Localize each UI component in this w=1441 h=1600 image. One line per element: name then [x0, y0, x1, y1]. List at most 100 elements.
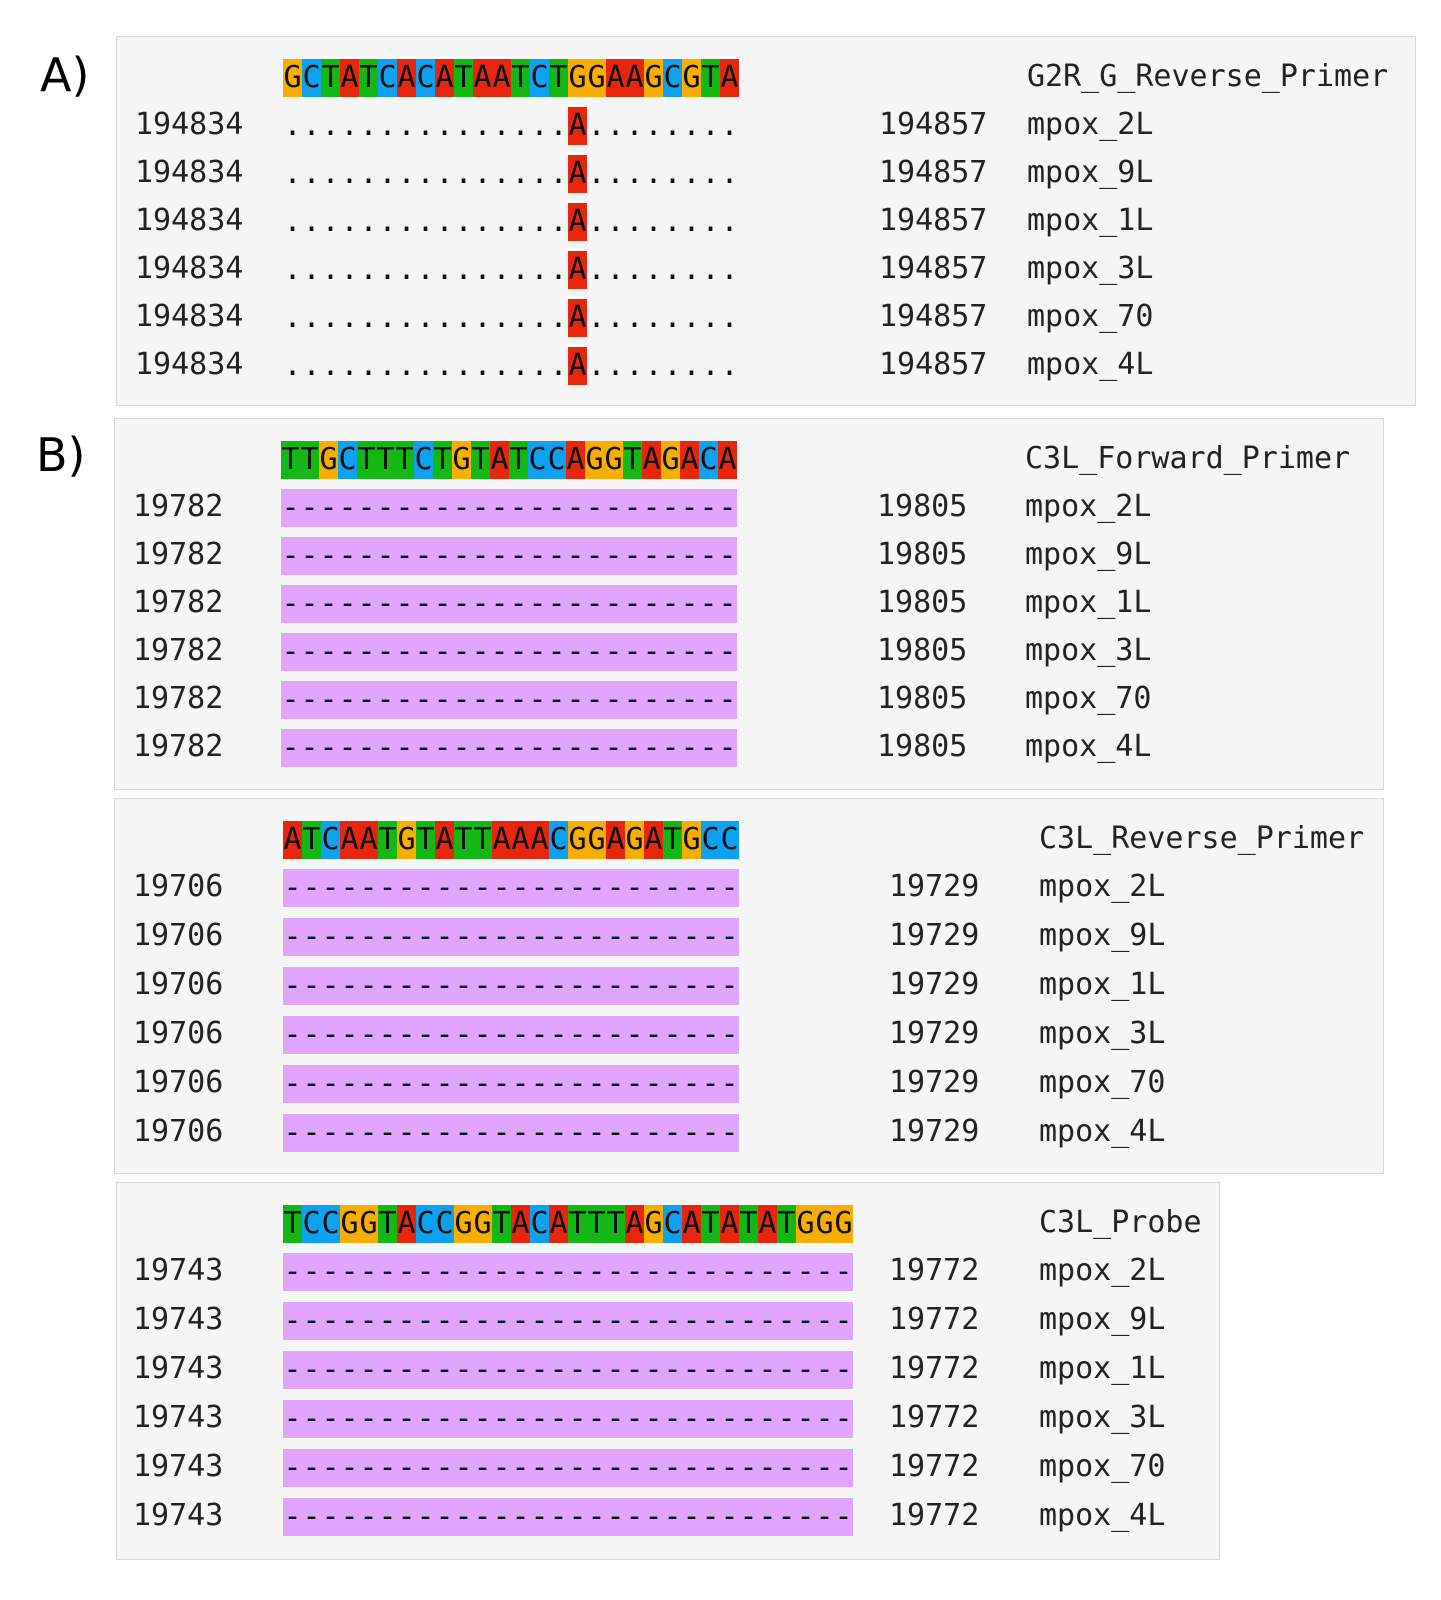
sample-name: mpox_2L	[1025, 489, 1152, 524]
base-A: A	[549, 1205, 568, 1243]
gap-dash: -	[587, 1401, 606, 1436]
match-dot: .	[644, 348, 663, 383]
gap-dash: -	[720, 968, 739, 1003]
base-G: G	[644, 1205, 663, 1243]
gap-dash: -	[338, 730, 357, 765]
aligned-sequence: ------------------------------	[283, 1351, 853, 1389]
base-T: T	[378, 821, 397, 859]
match-dot: .	[682, 348, 701, 383]
base-A: A	[359, 821, 378, 859]
gap-dash: -	[490, 730, 509, 765]
aligned-sequence: ------------------------	[283, 918, 739, 956]
base-T: T	[777, 1205, 796, 1243]
start-position: 194834	[135, 107, 244, 142]
gap-dash: -	[435, 1254, 454, 1289]
start-position: 19782	[133, 633, 224, 668]
match-dot: .	[625, 108, 644, 143]
end-position: 19772	[889, 1498, 980, 1533]
gap-dash: -	[568, 1115, 587, 1150]
base-T: T	[606, 1205, 625, 1243]
gap-dash: -	[566, 682, 585, 717]
gap-dash: -	[701, 1066, 720, 1101]
gap-dash: -	[568, 870, 587, 905]
match-dot: .	[625, 348, 644, 383]
match-dot: .	[511, 108, 530, 143]
base-A: A	[606, 59, 625, 97]
base-A: A	[718, 441, 737, 479]
gap-dash: -	[359, 1499, 378, 1534]
end-position: 19805	[877, 585, 968, 620]
gap-dash: -	[606, 919, 625, 954]
gap-dash: -	[701, 1254, 720, 1289]
base-G: G	[682, 821, 701, 859]
base-T: T	[433, 441, 452, 479]
base-T: T	[739, 1205, 758, 1243]
gap-dash: -	[302, 870, 321, 905]
gap-dash: -	[359, 1066, 378, 1101]
alignment-row: 19706 ------------------------ 19729 mpo…	[115, 1112, 1383, 1152]
gap-dash: -	[283, 1303, 302, 1338]
gap-dash: -	[815, 1254, 834, 1289]
match-dot: .	[321, 300, 340, 335]
gap-dash: -	[663, 1401, 682, 1436]
match-dot: .	[302, 348, 321, 383]
gap-dash: -	[492, 1352, 511, 1387]
match-dot: .	[720, 300, 739, 335]
gap-dash: -	[718, 538, 737, 573]
match-dot: .	[454, 348, 473, 383]
gap-dash: -	[283, 1254, 302, 1289]
reference-name: C3L_Forward_Primer	[1025, 441, 1351, 476]
gap-dash: -	[739, 1401, 758, 1436]
match-dot: .	[416, 348, 435, 383]
start-position: 19743	[133, 1449, 224, 1484]
gap-dash: -	[511, 1352, 530, 1387]
gap-dash: -	[699, 682, 718, 717]
gap-dash: -	[549, 870, 568, 905]
gap-dash: -	[492, 1017, 511, 1052]
aligned-sequence: ...............A........	[283, 299, 739, 337]
gap-dash: -	[435, 1450, 454, 1485]
match-dot: .	[378, 300, 397, 335]
base-T: T	[701, 1205, 720, 1243]
match-dot: .	[701, 300, 720, 335]
gap-dash: -	[623, 586, 642, 621]
base-A: A	[644, 821, 663, 859]
match-dot: .	[701, 108, 720, 143]
base-C: C	[416, 59, 435, 97]
gap-dash: -	[435, 1401, 454, 1436]
gap-dash: -	[490, 634, 509, 669]
gap-dash: -	[490, 682, 509, 717]
gap-dash: -	[661, 682, 680, 717]
gap-dash: -	[376, 682, 395, 717]
match-dot: .	[606, 252, 625, 287]
gap-dash: -	[663, 1017, 682, 1052]
gap-dash: -	[397, 968, 416, 1003]
gap-dash: -	[606, 1017, 625, 1052]
gap-dash: -	[492, 1499, 511, 1534]
base-G: G	[834, 1205, 853, 1243]
match-dot: .	[321, 156, 340, 191]
base-T: T	[281, 441, 300, 479]
aligned-sequence: ------------------------	[283, 1065, 739, 1103]
gap-dash: -	[283, 1401, 302, 1436]
match-dot: .	[663, 348, 682, 383]
match-dot: .	[397, 108, 416, 143]
gap-dash: -	[625, 968, 644, 1003]
base-A: A	[435, 59, 454, 97]
base-A: A	[720, 59, 739, 97]
gap-dash: -	[549, 1066, 568, 1101]
base-T: T	[587, 1205, 606, 1243]
gap-dash: -	[568, 1499, 587, 1534]
base-T: T	[701, 59, 720, 97]
gap-dash: -	[359, 1352, 378, 1387]
base-C: C	[530, 1205, 549, 1243]
match-dot: .	[321, 348, 340, 383]
gap-dash: -	[606, 1254, 625, 1289]
base-T: T	[492, 1205, 511, 1243]
gap-dash: -	[302, 1017, 321, 1052]
gap-dash: -	[625, 1254, 644, 1289]
gap-dash: -	[511, 1115, 530, 1150]
gap-dash: -	[680, 634, 699, 669]
sample-name: mpox_3L	[1039, 1400, 1166, 1435]
gap-dash: -	[340, 1115, 359, 1150]
